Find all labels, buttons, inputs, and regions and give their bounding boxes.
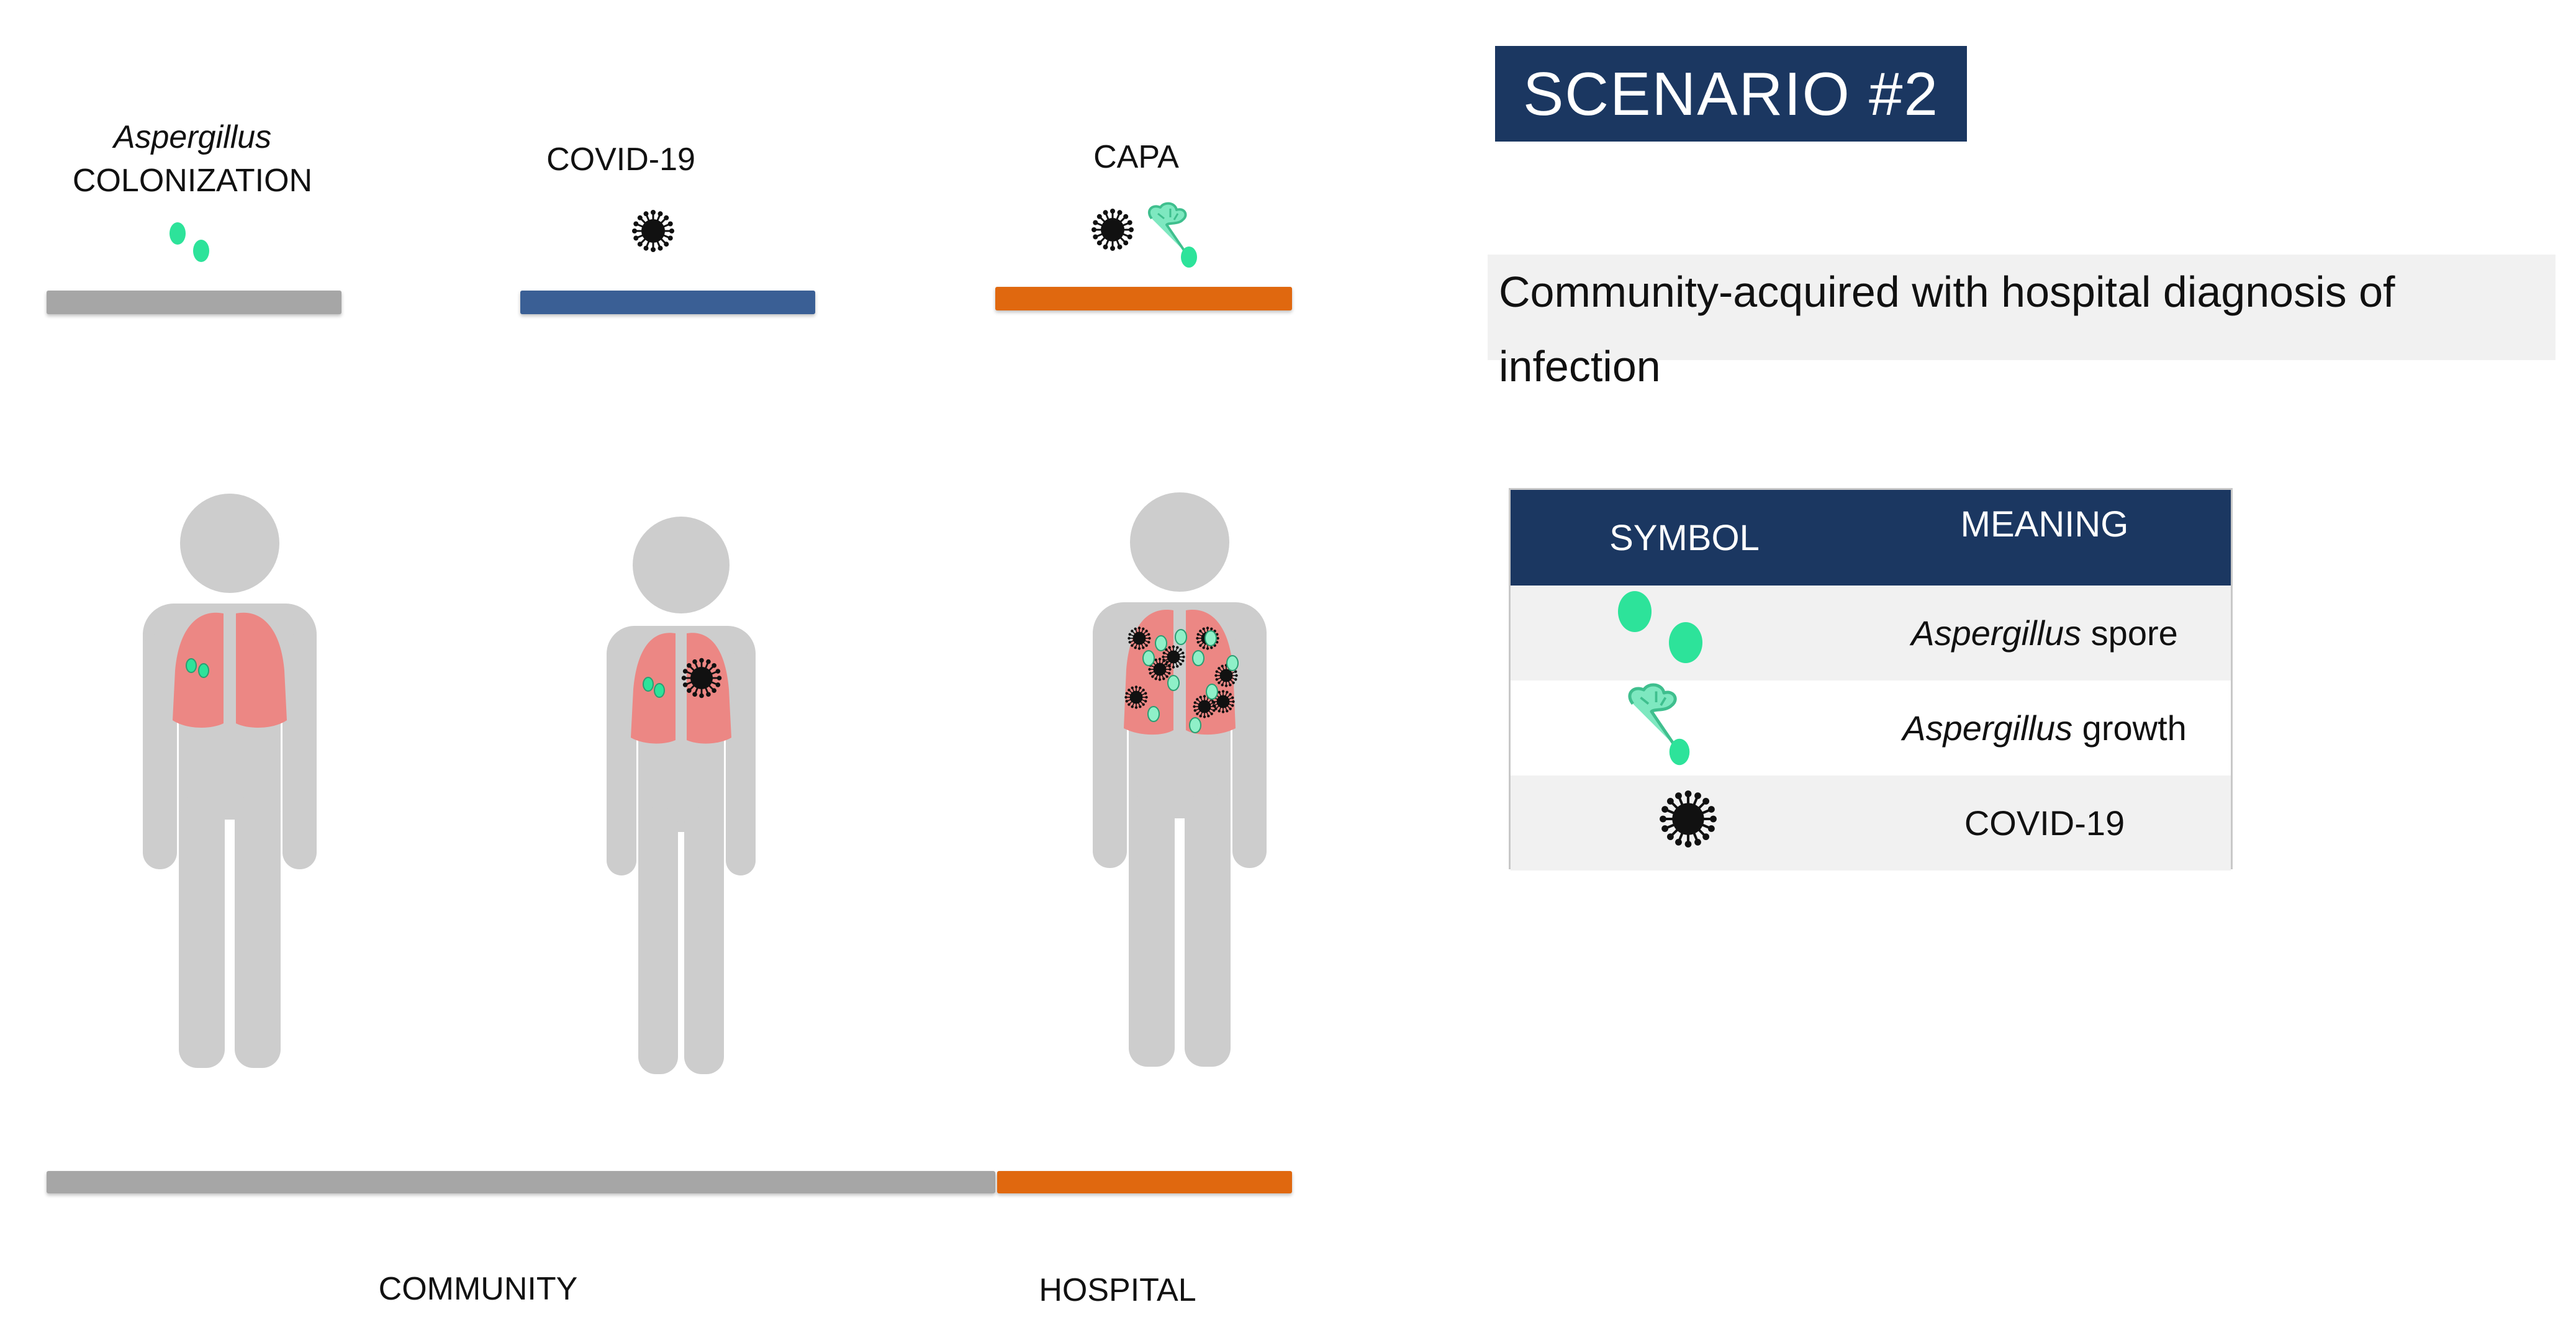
stage-label-text: COLONIZATION: [72, 163, 313, 199]
legend-header-meaning: MEANING: [1960, 504, 2129, 545]
stage-label-italic: Aspergillus: [113, 119, 272, 155]
legend-table: SYMBOL MEANING Aspergillus spore Aspergi…: [1509, 488, 2233, 871]
spore-icon: [1618, 591, 1702, 663]
stage-label-covid: COVID-19: [497, 138, 745, 181]
legend-meaning: Aspergillus growth: [1902, 708, 2187, 748]
growth-icon: [1628, 683, 1690, 766]
virus-icon: [1660, 790, 1717, 848]
stage-label-text: CAPA: [1093, 139, 1179, 175]
legend-meaning: COVID-19: [1964, 803, 2125, 843]
stage-label-colonization: Aspergillus COLONIZATION: [37, 115, 348, 202]
virus-icon: [632, 210, 674, 252]
hospital-label: HOSPITAL: [1039, 1272, 1196, 1308]
legend-header: SYMBOL MEANING: [1511, 490, 2231, 586]
human-figure-covid: [607, 517, 756, 1074]
stage-bar-covid: [520, 291, 815, 314]
growth-icon: [1148, 202, 1197, 268]
legend-header-symbol: SYMBOL: [1609, 518, 1760, 558]
spore-icon: [169, 222, 209, 262]
legend-row-growth: Aspergillus growth: [1511, 681, 2231, 776]
stage-bar-capa: [995, 287, 1292, 310]
virus-icon: [1091, 209, 1134, 251]
legend-row-spore: Aspergillus spore: [1511, 586, 2231, 681]
human-figure-colonized: [143, 494, 317, 1068]
scenario-title: SCENARIO #2: [1495, 46, 1967, 142]
community-label: COMMUNITY: [378, 1271, 578, 1307]
stage-bar-colonization: [47, 291, 341, 314]
stage-label-capa: CAPA: [1012, 135, 1260, 179]
scenario-description: Community-acquired with hospital diagnos…: [1488, 255, 2556, 391]
stage-label-text: COVID-19: [546, 142, 695, 178]
timeline-hospital-bar: [997, 1171, 1292, 1193]
human-figure-capa: [1093, 492, 1267, 1067]
legend-meaning: Aspergillus spore: [1911, 613, 2178, 653]
legend-row-covid: COVID-19: [1511, 776, 2231, 871]
timeline-community-bar: [47, 1171, 995, 1193]
